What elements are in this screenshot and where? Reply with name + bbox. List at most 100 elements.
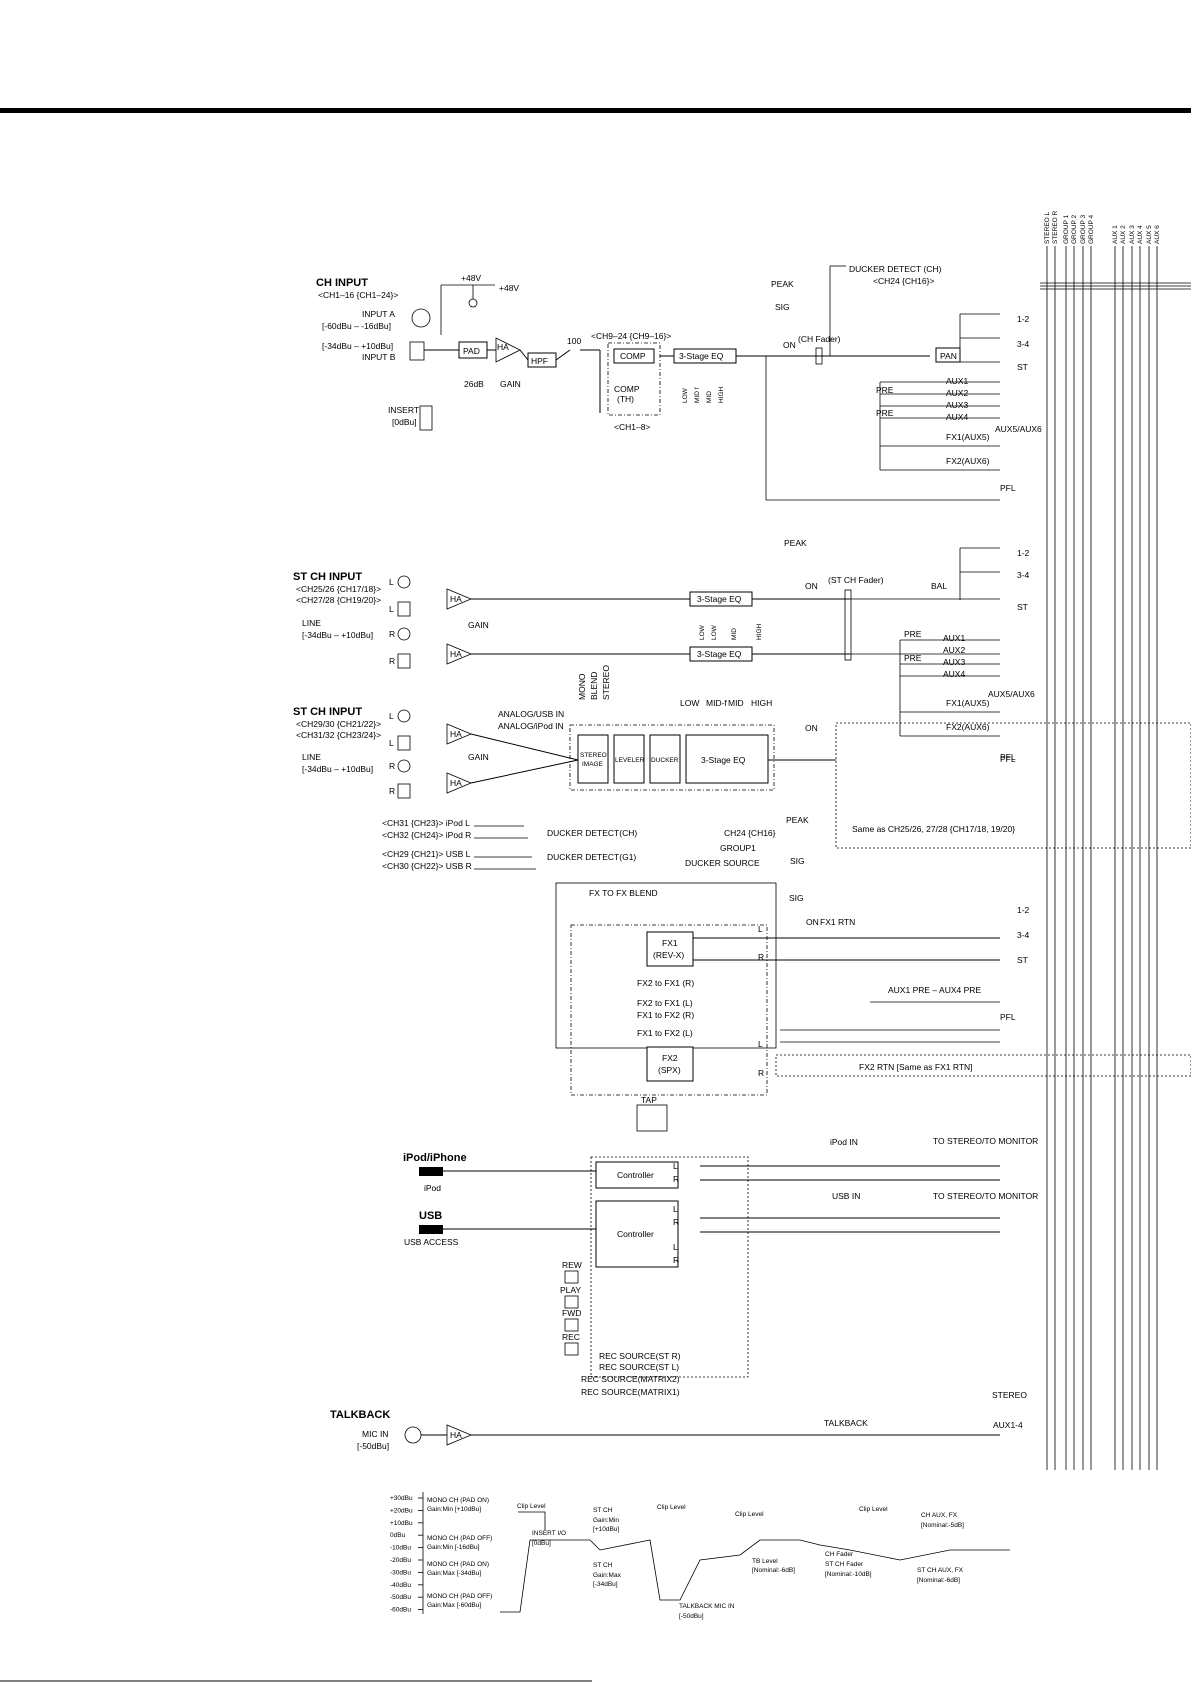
ducker-group1-label: GROUP1	[720, 843, 756, 853]
st-ch1-pre1: PRE	[904, 629, 922, 639]
sw-34-label: 3-4	[1017, 339, 1030, 349]
aux3-label: AUX3	[946, 400, 968, 410]
ld-st-aux-fx: ST CH AUX, FX	[917, 1567, 964, 1574]
level-scale-tick: -20dBu	[390, 1557, 411, 1564]
st-ch1-aux2: AUX2	[943, 645, 965, 655]
pad-value: 26dB	[464, 379, 484, 389]
comp-ch-range: <CH9–24 {CH9–16}>	[591, 331, 671, 341]
bus-label: AUX 4	[1137, 225, 1144, 244]
st-ch1-aux3: AUX3	[943, 657, 965, 667]
bus-label: GROUP 3	[1080, 214, 1087, 244]
fx-sw-st: ST	[1017, 955, 1028, 965]
st-ch1-eq2: 3-Stage EQ	[697, 649, 742, 659]
play-label: PLAY	[560, 1285, 581, 1295]
ipod-connector-icon	[419, 1167, 443, 1176]
st-ch1-ha2-icon	[446, 643, 473, 665]
mode-stereo: STEREO	[601, 665, 611, 700]
fx2-rtn-label: FX2 RTN [Same as FX1 RTN]	[859, 1062, 973, 1072]
ch-input-section: CH INPUT <CH1–16 {CH1–24}> +48V +48V INP…	[316, 264, 1042, 501]
fx2-to-fx1-r: FX2 to FX1 (R)	[637, 978, 694, 988]
input-b-range: [-34dBu – +10dBu]	[322, 341, 393, 351]
comp-dash-box	[607, 342, 661, 416]
ld-st-max: ST CH	[593, 1562, 613, 1569]
ducker-source-label: DUCKER SOURCE	[685, 858, 760, 868]
fwd-button-icon	[564, 1318, 579, 1332]
ctrl1-l: L	[673, 1161, 678, 1171]
ipod-usb-dash-box	[590, 1156, 749, 1378]
st-ch2-peak: PEAK	[786, 815, 809, 825]
st-ch1-band-1: LOW	[711, 624, 718, 640]
phantom-label: +48V	[461, 273, 481, 283]
eq-band-mid: MID	[706, 391, 713, 403]
tb-xlr-icon	[404, 1426, 422, 1444]
ld-st-min-level: [+10dBu]	[593, 1526, 619, 1533]
st-ch2-ha1: HA	[450, 729, 462, 739]
st-ch2-r2: R	[389, 786, 395, 796]
aux4-label: AUX4	[946, 412, 968, 422]
st-ch1-line: LINE	[302, 618, 321, 628]
st-ch2-dsp-dash-box	[569, 724, 775, 791]
level-diagram: +30dBu+20dBu+10dBu0dBu-10dBu-20dBu-30dBu…	[390, 1492, 1010, 1620]
fx-sig-label: SIG	[789, 893, 804, 903]
st-ch1-fader: (ST CH Fader)	[828, 575, 884, 585]
st-ch1-ha2: HA	[450, 649, 462, 659]
tb-stereo-label: STEREO	[992, 1390, 1027, 1400]
st-ch2-ha2: HA	[450, 778, 462, 788]
phantom-switch-icon	[468, 298, 478, 308]
analog-usb-label: ANALOG/USB IN	[498, 709, 564, 719]
aux1-label: AUX1	[946, 376, 968, 386]
level-scale-tick: -30dBu	[390, 1569, 411, 1576]
bus-label: STEREO R	[1052, 210, 1059, 244]
st-ch1-bal: BAL	[931, 581, 947, 591]
fx1-to-fx2-r: FX1 to FX2 (R)	[637, 1010, 694, 1020]
tap-label: TAP	[641, 1095, 657, 1105]
ducker-detect-ch-label: DUCKER DETECT(CH)	[547, 828, 637, 838]
st-ch2-sig: SIG	[790, 856, 805, 866]
st-ch1-trs-r-icon	[397, 653, 411, 669]
gain-label: GAIN	[500, 379, 521, 389]
insert-level: [0dBu]	[392, 417, 417, 427]
st-ch1-title: ST CH INPUT	[293, 571, 362, 583]
pfl-label: PFL	[1000, 483, 1016, 493]
rec-button-icon	[564, 1342, 579, 1356]
st-ch2-jack-r-icon	[397, 759, 411, 773]
fx2-aux6-label: FX2(AUX6)	[946, 456, 990, 466]
st-ch1-r: R	[389, 629, 395, 639]
bus-label: GROUP 1	[1063, 214, 1070, 244]
eq-label: 3-Stage EQ	[679, 351, 724, 361]
st-ch1-jack-l-icon	[397, 575, 411, 589]
st-ch1-aux56: AUX5/AUX6	[988, 689, 1035, 699]
fx-on-label: ON	[806, 917, 819, 927]
bus-label: GROUP 4	[1088, 214, 1095, 244]
fx1-to-fx2-l: FX1 to FX2 (L)	[637, 1028, 693, 1038]
analog-ipod-label: ANALOG/iPod IN	[498, 721, 564, 731]
rew-button-icon	[564, 1270, 579, 1284]
tb-ha-label: HA	[450, 1430, 462, 1440]
stereo-image-label: STEREO	[580, 752, 607, 759]
usb-title: USB	[419, 1210, 442, 1222]
input-a-range: [-60dBu – -16dBu]	[322, 321, 391, 331]
ld-st-max-gain: Gain:Max	[593, 1572, 622, 1579]
peak-label: PEAK	[771, 279, 794, 289]
controller1-label: Controller	[617, 1170, 654, 1180]
bus-label: AUX 1	[1112, 225, 1119, 244]
ducker-detect-g1-label: DUCKER DETECT(G1)	[547, 852, 636, 862]
usb-in-label: USB IN	[832, 1191, 860, 1201]
tb-mic-level: [-50dBu]	[357, 1441, 389, 1451]
ld-st-min: ST CH	[593, 1507, 613, 1514]
fx1-type-label: (REV-X)	[653, 950, 684, 960]
st-ch1-sw-st: ST	[1017, 602, 1028, 612]
st-ch2-title: ST CH INPUT	[293, 706, 362, 718]
talkback-title: TALKBACK	[330, 1409, 390, 1421]
same-as-label: Same as CH25/26, 27/28 {CH17/18, 19/20}	[852, 824, 1015, 834]
st-ch1-ha1: HA	[450, 594, 462, 604]
st-ch2-ha1-icon	[446, 723, 473, 745]
level-scale-tick: -50dBu	[390, 1594, 411, 1601]
ld-st-max-level: [-34dBu]	[593, 1581, 618, 1588]
fx2-type-label: (SPX)	[658, 1065, 681, 1075]
to-stereo-label-1: TO STEREO/TO MONITOR	[933, 1136, 1038, 1146]
ld-mono-pad-off1: MONO CH (PAD OFF)	[427, 1535, 492, 1542]
fx1-r-label: R	[758, 952, 764, 962]
pad-label: PAD	[463, 346, 480, 356]
st-ch2-band-high: HIGH	[751, 698, 772, 708]
